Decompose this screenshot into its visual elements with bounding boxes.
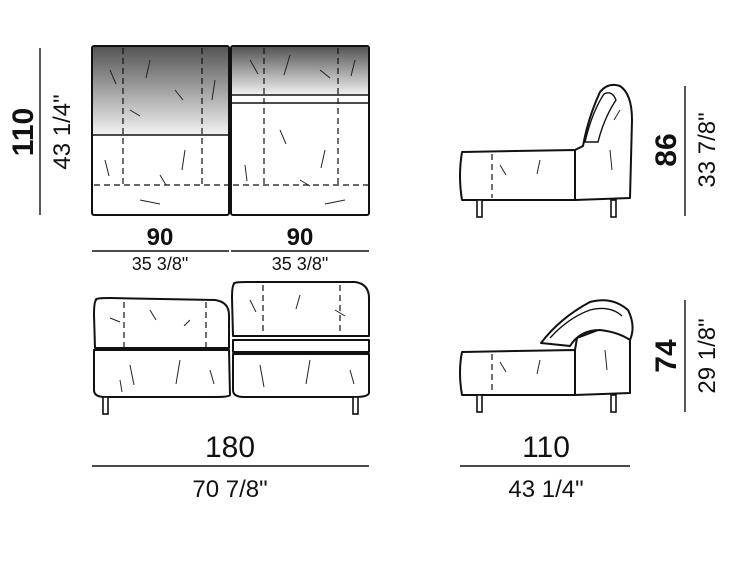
top-view-right-module — [230, 45, 370, 216]
top-view-left-module — [91, 45, 230, 216]
side-reclined-back-leg — [610, 394, 617, 413]
front-view-right-module — [231, 281, 370, 398]
top-left-width-in-label: 35 3/8" — [132, 254, 188, 274]
side-reclined-backrest — [540, 299, 634, 347]
side-view-upright: 86 33 7/8" — [459, 83, 721, 218]
side-reclined-front-leg — [476, 394, 483, 413]
cushion-top-shaded — [232, 47, 368, 95]
side-reclined-height-in-label: 29 1/8" — [694, 318, 721, 393]
top-depth-in-label: 43 1/4" — [49, 94, 76, 169]
front-width-cm-label: 180 — [205, 431, 255, 464]
side-view-reclined: 74 29 1/8" 110 43 1/4" — [459, 299, 721, 503]
top-depth-cm-label: 110 — [7, 108, 40, 156]
side-upright-backrest — [574, 83, 633, 201]
front-view: 180 70 7/8" — [92, 281, 370, 503]
front-right-leg — [352, 396, 359, 415]
top-view: 110 43 1/4" 90 35 3/8" 90 35 3/8" — [7, 45, 370, 274]
front-view-left-module — [93, 297, 231, 398]
side-upright-height-in-label: 33 7/8" — [694, 112, 721, 187]
side-upright-back-leg — [610, 199, 617, 218]
side-upright-front-leg — [476, 199, 483, 218]
top-right-width-cm-label: 90 — [287, 224, 314, 251]
side-depth-in-label: 43 1/4" — [508, 476, 583, 503]
top-right-width-in-label: 35 3/8" — [272, 254, 328, 274]
side-depth-cm-label: 110 — [522, 431, 570, 464]
side-upright-height-cm-label: 86 — [650, 133, 683, 166]
side-reclined-height-cm-label: 74 — [650, 339, 683, 373]
front-width-in-label: 70 7/8" — [192, 476, 267, 503]
front-left-leg — [102, 396, 109, 415]
backrest-top-shaded — [93, 47, 228, 135]
top-left-width-cm-label: 90 — [147, 224, 174, 251]
